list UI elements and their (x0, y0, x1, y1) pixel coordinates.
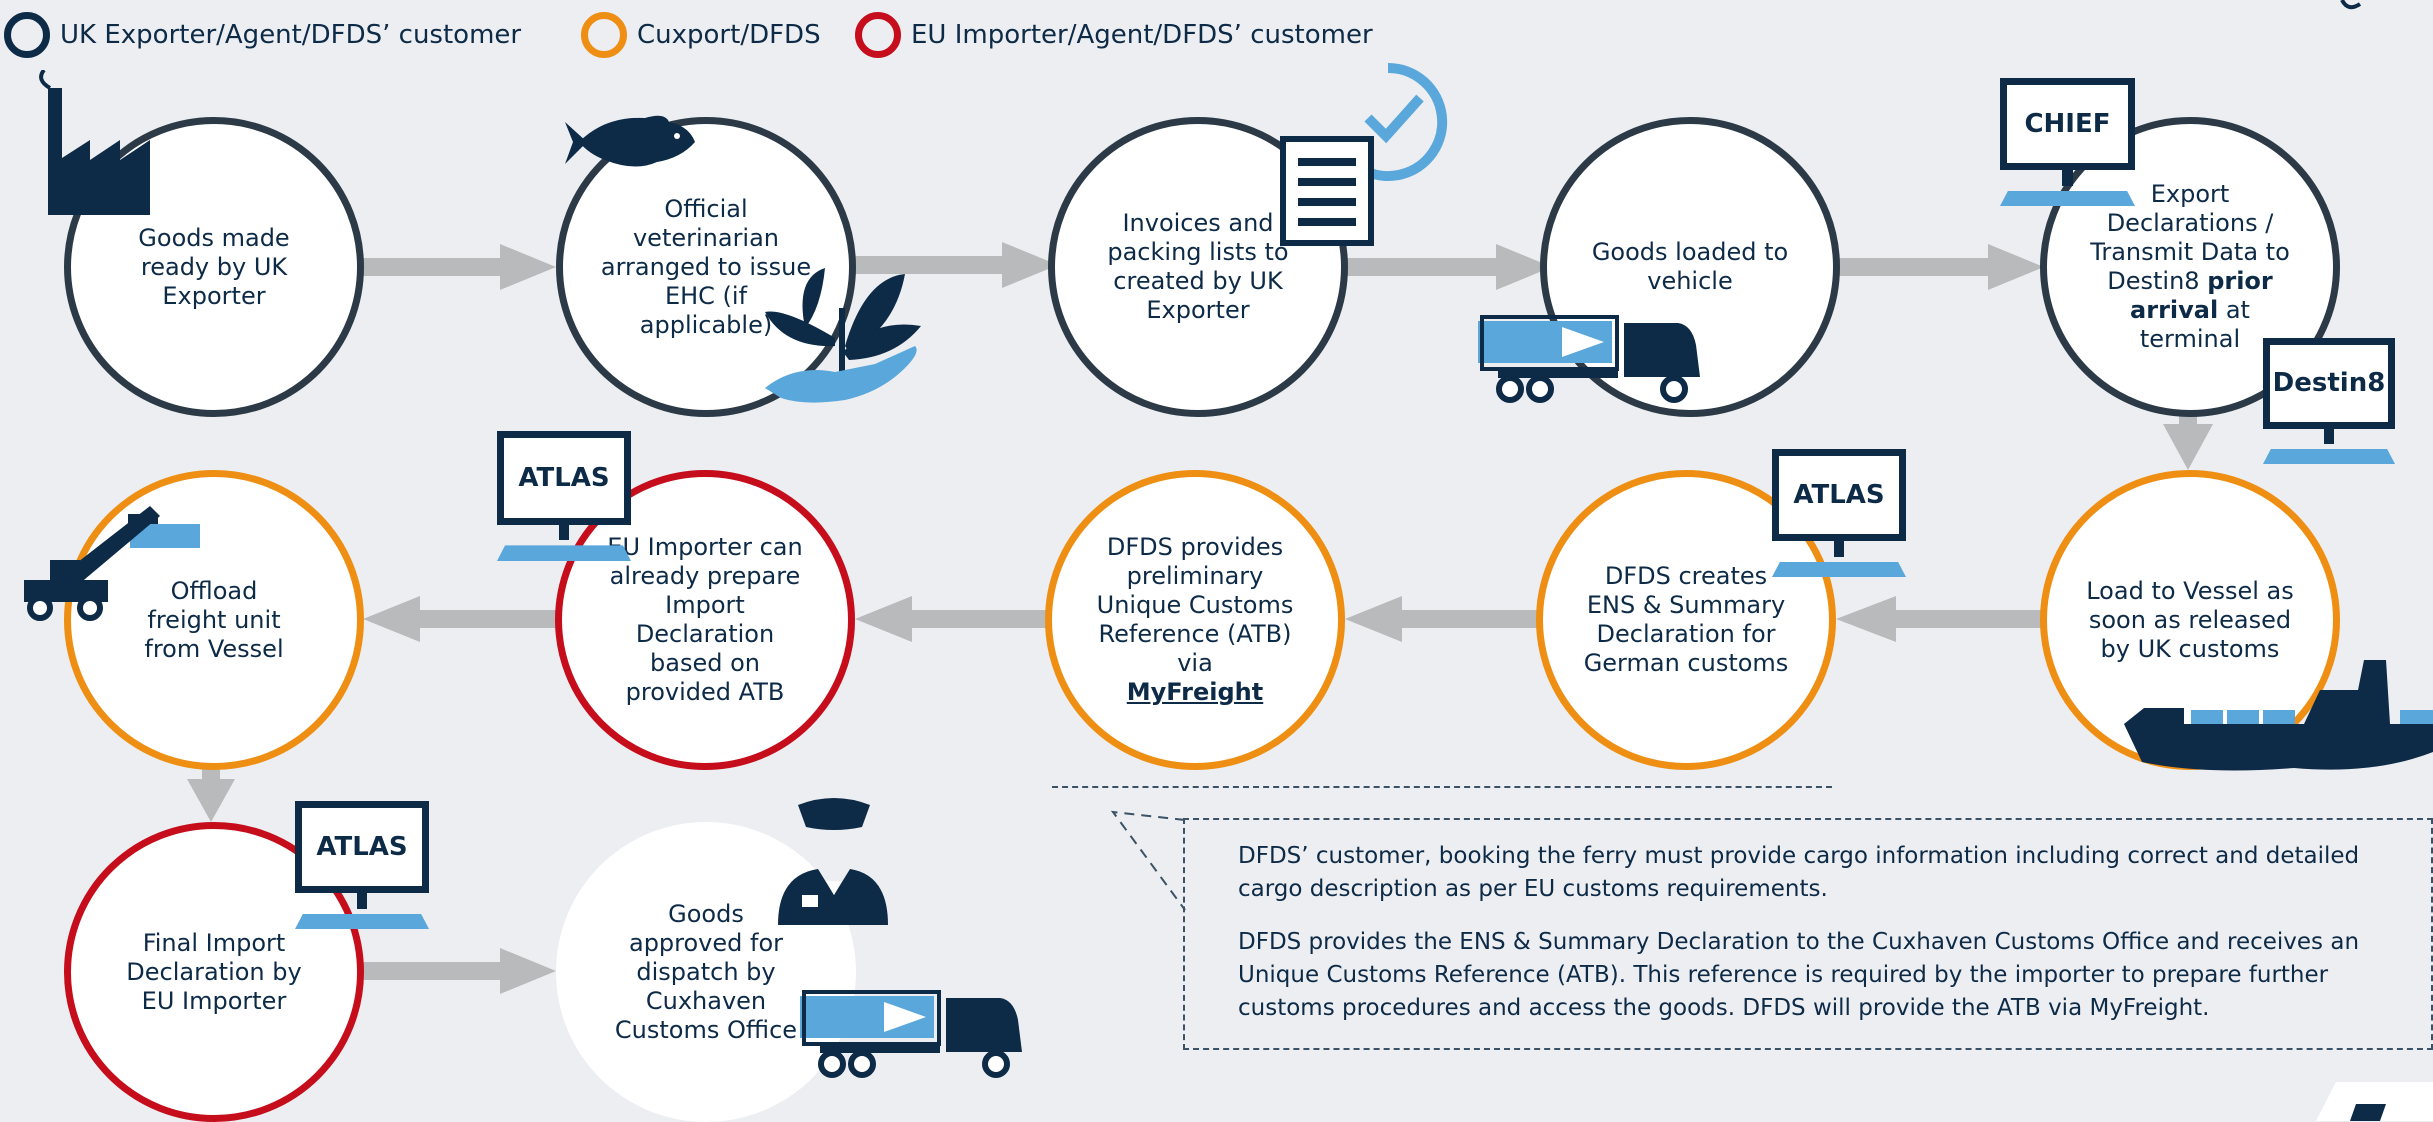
monitor-destin8: Destin8 (2263, 338, 2395, 464)
step-veterinarian: Official veterinarian arranged to issue … (556, 117, 856, 417)
legend-uk-exporter: UK Exporter/Agent/DFDS’ customer (4, 8, 521, 62)
step-text: Invoices and packing lists to created by… (1107, 209, 1289, 324)
step-text: DFDS provides preliminary Unique Customs… (1089, 533, 1301, 707)
monitor-base (295, 913, 429, 929)
monitor-base (2000, 190, 2135, 206)
factory-icon (39, 70, 150, 215)
monitor-atlas-final: ATLAS (295, 801, 429, 929)
monitor-screen: CHIEF (2000, 78, 2135, 171)
monitor-neck (558, 524, 570, 541)
monitor-neck (2323, 428, 2335, 444)
monitor-screen: ATLAS (295, 801, 429, 894)
monitor-atlas-ens: ATLAS (1772, 449, 1906, 577)
plant-in-hand-icon (765, 268, 921, 403)
legend-label: Cuxport/DFDS (637, 20, 821, 50)
step-ens-summary: DFDS creates ENS & Summary Declaration f… (1536, 470, 1836, 770)
monitor-screen: ATLAS (1772, 449, 1906, 542)
step-text: Offload freight unit from Vessel (144, 576, 284, 663)
step-text: Load to Vessel as soon as released by UK… (2086, 576, 2294, 663)
info-paragraph: DFDS provides the ENS & Summary Declarat… (1238, 929, 2360, 1021)
info-paragraph: DFDS’ customer, booking the ferry must p… (1238, 843, 2360, 902)
monitor-neck (2062, 170, 2073, 186)
step-goods-ready: Goods made ready by UK Exporter (64, 117, 364, 417)
legend-label: EU Importer/Agent/DFDS’ customer (911, 20, 1373, 50)
step-text: Export Declarations / Transmit Data to D… (2084, 180, 2296, 354)
step-text: DFDS creates ENS & Summary Declaration f… (1583, 562, 1789, 677)
separator-dashed (1052, 786, 1832, 788)
document-icon (1280, 136, 1374, 246)
ship-icon (2124, 660, 2433, 771)
step-text: Official veterinarian arranged to issue … (600, 194, 812, 339)
customs-officer-icon (778, 798, 888, 925)
monitor-screen: Destin8 (2263, 338, 2395, 429)
monitor-base (1772, 561, 1906, 577)
monitor-neck (356, 893, 368, 909)
fish-icon (565, 115, 695, 167)
step-text: Goods loaded to vehicle (1591, 238, 1789, 295)
legend-ring-navy (4, 12, 50, 58)
step-text-part: DFDS provides preliminary Unique Customs… (1096, 533, 1294, 677)
legend-ring-red (855, 12, 901, 58)
monitor-base (497, 545, 631, 561)
legend-label: UK Exporter/Agent/DFDS’ customer (60, 20, 522, 50)
crane-icon (24, 506, 200, 621)
truck-icon (800, 990, 1022, 1078)
monitor-chief: CHIEF (2000, 78, 2135, 206)
step-text-bold: prior arrival (2130, 267, 2273, 324)
truck-icon (1478, 315, 1700, 403)
step-text-part: at terminal (2139, 296, 2250, 353)
step-text: Final Import Declaration by EU Importer (126, 928, 302, 1015)
monitor-screen: ATLAS (497, 431, 631, 525)
step-text-part: Export Declarations / Transmit Data to D… (2090, 180, 2290, 295)
monitor-base (2263, 448, 2395, 464)
info-box: DFDS’ customer, booking the ferry must p… (1183, 818, 2433, 1050)
legend-ring-orange (581, 12, 627, 58)
legend-eu-importer: EU Importer/Agent/DFDS’ customer (855, 8, 1373, 62)
logo-fragment-top-icon (2340, 0, 2362, 10)
step-text: EU Importer can already prepare Import D… (607, 533, 803, 706)
legend-cuxport: Cuxport/DFDS (581, 8, 821, 62)
step-goods-approved: Goods approved for dispatch by Cuxhaven … (556, 822, 856, 1122)
step-offload: Offload freight unit from Vessel (64, 470, 364, 770)
monitor-neck (1833, 541, 1845, 557)
step-preliminary-atb: DFDS provides preliminary Unique Customs… (1045, 470, 1345, 770)
step-text: Goods approved for dispatch by Cuxhaven … (614, 899, 798, 1044)
step-text: Goods made ready by UK Exporter (138, 223, 290, 310)
monitor-atlas-import: ATLAS (497, 431, 631, 561)
logo-fragment-icon (2316, 1082, 2433, 1121)
myfreight-link[interactable]: MyFreight (1126, 678, 1264, 706)
callout-pointer (1110, 810, 1186, 911)
